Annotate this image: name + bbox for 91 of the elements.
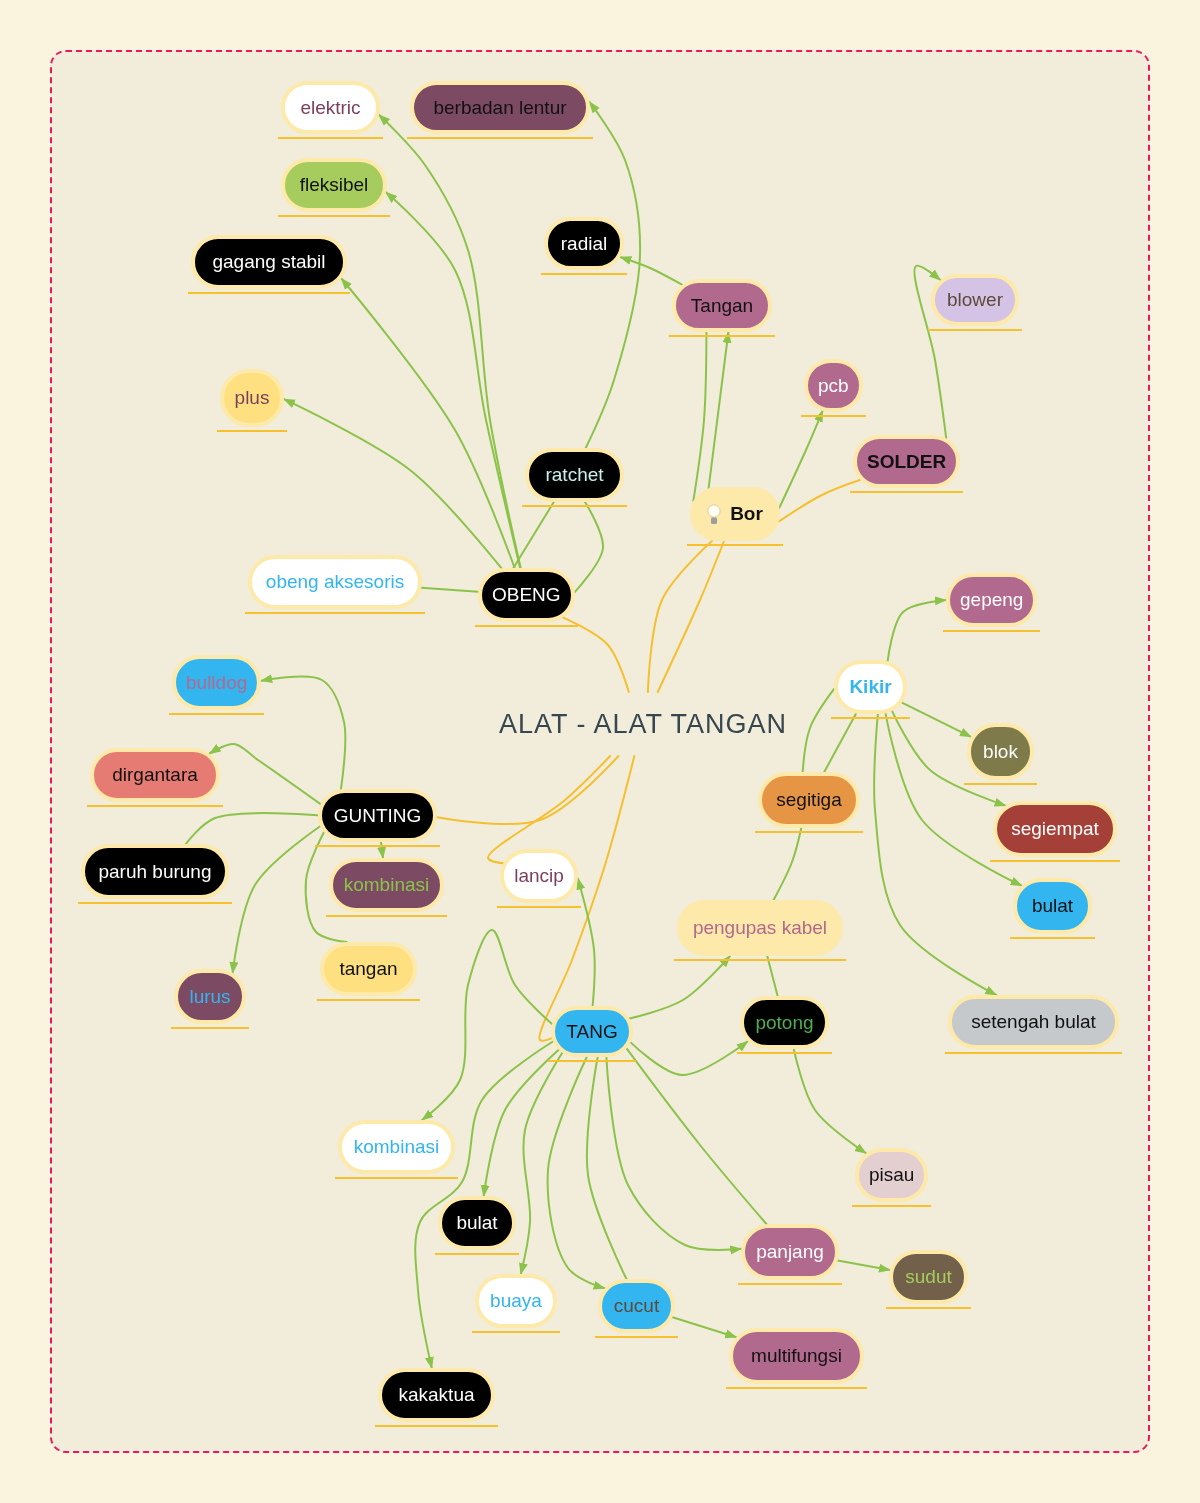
connector-line: [823, 712, 858, 773]
arrow: [707, 331, 732, 490]
connector-line: [184, 812, 319, 845]
arrow: [778, 409, 824, 509]
topic-label: OBENG: [492, 584, 561, 606]
topic-label: multifungsi: [751, 1345, 842, 1367]
connector-line: [512, 501, 555, 569]
topic-label: kombinasi: [353, 1136, 440, 1158]
topic-label: blower: [947, 289, 1003, 311]
topic-label: gepeng: [960, 589, 1024, 611]
connector-line: [772, 827, 803, 901]
topic-label: segiempat: [1011, 818, 1099, 840]
topic-label: lancip: [514, 865, 564, 887]
arrow: [576, 877, 596, 1007]
connector-line: [692, 331, 708, 503]
arrow: [377, 841, 387, 859]
topic-label: Tangan: [690, 294, 754, 317]
topic-label: setengah bulat: [971, 1011, 1096, 1033]
topic-label: ratchet: [545, 464, 604, 486]
topic-label: dirgantara: [112, 764, 198, 786]
topic-label: kombinasi: [343, 874, 430, 896]
arrow: [480, 1048, 560, 1197]
topic-label: tangan: [339, 958, 398, 980]
topic-label: lurus: [189, 985, 231, 1008]
connector-line: [561, 616, 630, 693]
central-topic: ALAT - ALAT TANGAN: [490, 692, 796, 756]
arrow: [873, 713, 998, 996]
topic-label: panjang: [756, 1241, 824, 1263]
connector-line: [656, 540, 725, 693]
connector-line: [487, 755, 612, 865]
connector-line: [625, 1047, 768, 1226]
arrow: [884, 712, 1023, 887]
connector-line: [435, 755, 620, 825]
topic-label: paruh burung: [98, 860, 212, 883]
arrow: [792, 1048, 867, 1155]
topic-label: gagang stabil: [212, 251, 326, 273]
topic-label: obeng aksesoris: [265, 571, 405, 593]
topic-label: pcb: [818, 374, 849, 397]
arrow: [421, 929, 554, 1121]
topic-label: pengupas kabel: [692, 917, 828, 939]
topic-label: bulat: [1031, 895, 1074, 917]
topic-label: SOLDER: [867, 450, 947, 473]
topic-label: Bor: [730, 503, 763, 525]
arrow: [208, 743, 322, 806]
connector-line: [585, 1056, 628, 1280]
topic-label: segitiga: [776, 789, 842, 811]
topic-label: pisau: [869, 1164, 915, 1186]
arrow: [619, 256, 684, 286]
arrow: [891, 710, 1007, 807]
connector-line: [646, 539, 714, 693]
arrow: [628, 955, 732, 1020]
connector-line: [420, 586, 480, 593]
topic-label: fleksibel: [299, 174, 369, 196]
topic-label: elektric: [300, 96, 361, 119]
arrow: [836, 1259, 891, 1273]
arrow: [283, 398, 503, 570]
topic-label: Kikir: [849, 676, 892, 698]
arrow: [260, 674, 347, 791]
connector-line: [766, 955, 779, 997]
topic-label: cucut: [613, 1295, 660, 1317]
topic-label: kakaktua: [398, 1384, 475, 1406]
arrow: [901, 701, 973, 738]
connector-line: [573, 501, 604, 594]
arrow: [546, 1056, 606, 1290]
topic-label: berbadan lentur: [433, 96, 567, 119]
arrow: [886, 596, 947, 663]
topic-label: bulat: [456, 1212, 498, 1234]
arrow: [629, 1040, 749, 1076]
arrow: [340, 277, 516, 569]
arrow: [519, 1051, 564, 1275]
arrow: [584, 100, 642, 449]
topic-label: plus: [234, 387, 270, 409]
arrow: [605, 1056, 743, 1255]
topic-label: TANG: [566, 1020, 618, 1043]
arrow: [671, 1316, 738, 1339]
connector-line: [801, 687, 836, 773]
arrow: [913, 264, 948, 440]
arrow: [229, 825, 322, 974]
topic-label: GUNTING: [333, 804, 422, 827]
connector-line: [304, 831, 348, 943]
arrow: [377, 113, 522, 569]
topic-label: buaya: [490, 1290, 542, 1312]
topic-label: bulldog: [186, 671, 248, 694]
connector-line: [777, 478, 862, 523]
topic-label: sudut: [905, 1266, 952, 1288]
arrow: [385, 191, 522, 569]
topic-label: blok: [983, 740, 1018, 763]
topic-label: radial: [560, 232, 608, 255]
connector-line: [538, 755, 636, 1042]
arrow: [414, 1040, 555, 1369]
topic-label: potong: [755, 1011, 814, 1034]
